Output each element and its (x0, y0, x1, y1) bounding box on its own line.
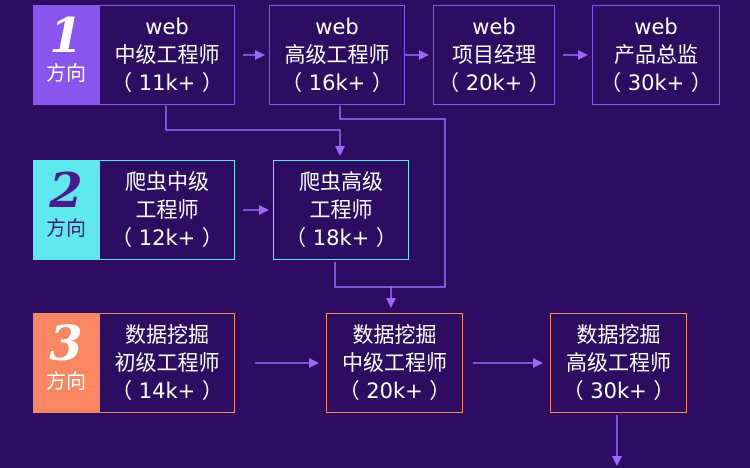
node-line: 工程师 (309, 198, 373, 222)
node-line: 爬虫中级 (125, 170, 209, 194)
node-web-mid-engineer: web 中级工程师 （ 11k+ ） (99, 5, 235, 105)
node-crawler-senior-engineer: 爬虫高级 工程师 （ 18k+ ） (273, 160, 409, 260)
node-line: 数据挖掘 (352, 323, 437, 347)
arrow-web-mid-to-crawler-senior (165, 106, 345, 156)
arrow-web-senior-to-mining-mid (339, 106, 446, 308)
direction-3-number: 3 (49, 316, 83, 372)
node-line: （ 11k+ ） (111, 71, 223, 95)
direction-2-label: 方向 (46, 216, 86, 240)
node-crawler-mid-engineer: 爬虫中级 工程师 （ 12k+ ） (99, 160, 235, 260)
node-line: web (634, 15, 678, 39)
node-line: 爬虫高级 (299, 170, 383, 194)
node-line: （ 30k+ ） (562, 379, 675, 403)
node-line: （ 12k+ ） (111, 226, 223, 250)
node-line: 产品总监 (614, 43, 698, 67)
direction-1-number: 1 (49, 8, 83, 64)
node-line: （ 14k+ ） (111, 379, 223, 403)
node-web-project-manager: web 项目经理 （ 20k+ ） (433, 5, 555, 105)
node-line: 数据挖掘 (125, 323, 209, 347)
node-line: 高级工程师 (284, 43, 390, 67)
node-mining-junior-engineer: 数据挖掘 初级工程师 （ 14k+ ） (99, 313, 235, 413)
direction-2-number: 2 (49, 163, 83, 219)
node-line: （ 20k+ ） (438, 71, 550, 95)
direction-3-label: 方向 (46, 369, 86, 393)
node-mining-mid-engineer: 数据挖掘 中级工程师 （ 20k+ ） (326, 313, 463, 413)
node-line: （ 18k+ ） (285, 226, 397, 250)
node-line: web (145, 15, 189, 39)
node-line: 中级工程师 (114, 43, 220, 67)
direction-1-badge: 1 方向 (33, 5, 99, 105)
node-line: 中级工程师 (342, 351, 447, 375)
direction-1-label: 方向 (46, 61, 86, 85)
node-line: （ 30k+ ） (600, 71, 712, 95)
arrow-crawler-senior-to-mining-mid (334, 262, 391, 288)
node-line: 初级工程师 (114, 351, 220, 375)
node-line: （ 20k+ ） (338, 379, 451, 403)
direction-2-badge: 2 方向 (33, 160, 99, 260)
node-line: 高级工程师 (566, 351, 671, 375)
node-mining-senior-engineer: 数据挖掘 高级工程师 （ 30k+ ） (550, 313, 687, 413)
node-web-senior-engineer: web 高级工程师 （ 16k+ ） (269, 5, 405, 105)
node-line: web (315, 15, 359, 39)
node-web-product-director: web 产品总监 （ 30k+ ） (592, 5, 720, 105)
direction-3-badge: 3 方向 (33, 313, 99, 413)
node-line: （ 16k+ ） (281, 71, 393, 95)
node-line: 项目经理 (452, 43, 536, 67)
node-line: 工程师 (135, 198, 199, 222)
node-line: web (472, 15, 516, 39)
node-line: 数据挖掘 (576, 323, 661, 347)
